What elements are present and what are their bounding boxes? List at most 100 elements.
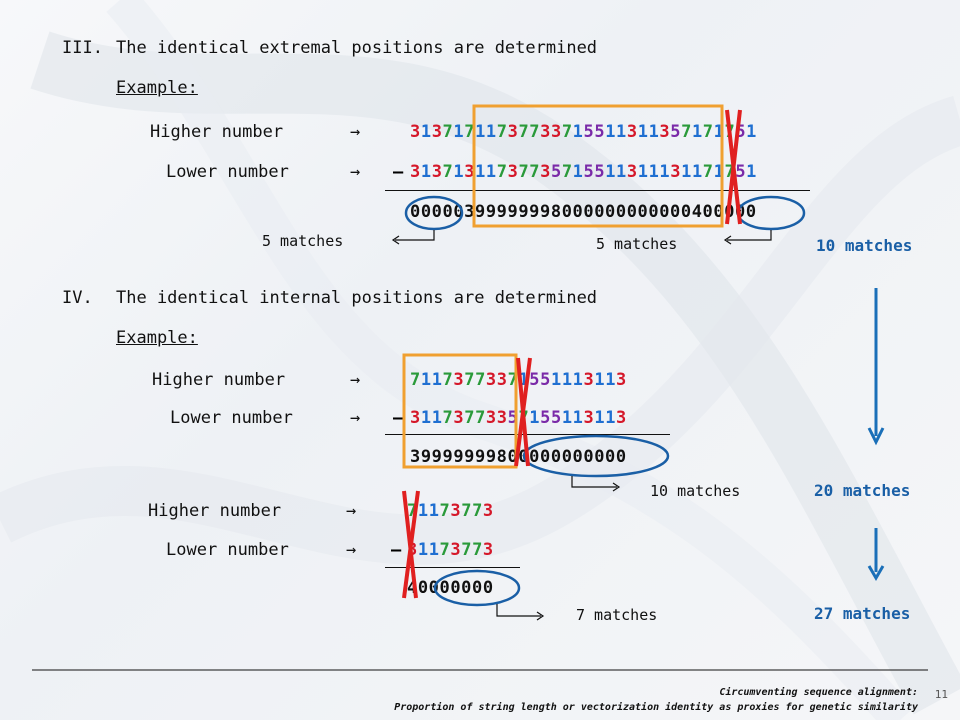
digit: 3	[626, 162, 638, 182]
digit: 3	[616, 408, 627, 428]
digit: 1	[428, 540, 440, 560]
digit: 5	[529, 370, 541, 390]
digit: 3	[482, 540, 494, 560]
digit: 1	[713, 162, 725, 182]
down-arrowhead	[867, 427, 885, 446]
cross-mark	[402, 490, 420, 599]
right-arrow-icon: →	[350, 162, 361, 182]
digit: 7	[472, 540, 483, 560]
higher-number-label: Higher number	[148, 501, 282, 521]
digit: 1	[637, 162, 649, 182]
higher-number-label: Higher number	[152, 370, 286, 390]
digit: 7	[561, 162, 573, 182]
digit: 5	[540, 408, 551, 428]
digit: 7	[472, 501, 483, 521]
digit: 3	[540, 122, 551, 142]
digit: 7	[464, 370, 476, 390]
match-count: 5 matches	[596, 235, 678, 253]
digit: 1	[475, 162, 486, 182]
digit: 1	[648, 162, 660, 182]
digit: 1	[637, 122, 649, 142]
right-arrow-icon: →	[350, 408, 361, 428]
digit: 3	[659, 122, 671, 142]
digit: 3	[464, 162, 476, 182]
digit: 3	[583, 408, 595, 428]
digit: 7	[464, 122, 476, 142]
digit: 3	[540, 162, 551, 182]
digit: 7	[461, 501, 473, 521]
digit: 1	[659, 162, 671, 182]
section-numeral: IV.	[62, 288, 93, 308]
digit: 3	[583, 370, 595, 390]
digit: 1	[485, 162, 497, 182]
subtraction-line	[385, 190, 810, 191]
higher-number-value: 31371711737733715511311357171751	[410, 122, 757, 142]
digit: 3	[626, 122, 638, 142]
right-arrow-icon: →	[350, 122, 361, 142]
cross-mark	[514, 357, 532, 467]
pointer-arrowhead	[612, 482, 621, 492]
digit: 1	[616, 162, 627, 182]
digit: 1	[691, 122, 703, 142]
right-arrow-icon: →	[346, 540, 357, 560]
pointer-arrow	[571, 476, 617, 488]
digit: 7	[561, 122, 573, 142]
lower-number-label: Lower number	[166, 540, 289, 560]
digit: 1	[453, 162, 465, 182]
digit: 1	[529, 408, 541, 428]
minus-sign: –	[393, 162, 404, 182]
digit: 7	[518, 122, 530, 142]
digit: 1	[648, 122, 660, 142]
digit: 7	[529, 162, 541, 182]
footer-line-1: Circumventing sequence alignment:	[719, 687, 918, 698]
right-arrow-icon: →	[346, 501, 357, 521]
match-count: 5 matches	[262, 232, 344, 250]
cumulative-matches: 27 matches	[814, 604, 911, 623]
digit: 1	[594, 370, 606, 390]
digit: 1	[420, 370, 432, 390]
digit: 5	[540, 370, 551, 390]
match-count: 7 matches	[576, 606, 658, 624]
digit: 1	[681, 162, 692, 182]
minus-sign: –	[391, 540, 402, 560]
digit: 7	[529, 122, 541, 142]
right-arrow-icon: →	[350, 370, 361, 390]
digit: 3	[507, 122, 519, 142]
digit: 3	[507, 162, 519, 182]
digit: 1	[605, 408, 617, 428]
digit: 5	[583, 162, 595, 182]
digit: 1	[428, 501, 440, 521]
digit: 1	[713, 122, 725, 142]
pointer-arrowhead	[536, 611, 545, 621]
digit: 7	[461, 540, 473, 560]
digit: 7	[681, 122, 692, 142]
digit: 7	[475, 408, 486, 428]
digit: 3	[431, 162, 443, 182]
left-pointer-arrowhead	[391, 235, 400, 245]
subtraction-line	[385, 434, 670, 435]
page-number: 11	[934, 688, 948, 701]
digit: 7	[410, 370, 421, 390]
digit: 5	[550, 162, 562, 182]
digit: 7	[442, 408, 454, 428]
cross-mark	[725, 109, 742, 225]
digit: 5	[583, 122, 595, 142]
digit: 1	[605, 370, 617, 390]
digit: 1	[420, 122, 432, 142]
digit: 3	[485, 408, 497, 428]
digit: 1	[417, 501, 429, 521]
left-pointer-arrow	[395, 230, 435, 241]
digit: 7	[442, 122, 454, 142]
subtraction-line	[385, 567, 520, 568]
digit: 7	[702, 162, 714, 182]
digit: 7	[496, 122, 508, 142]
pointer-arrow	[496, 604, 541, 617]
digit: 1	[605, 162, 617, 182]
cumulative-matches: 20 matches	[814, 481, 911, 500]
digit: 1	[691, 162, 703, 182]
digit: 3	[410, 408, 421, 428]
digit: 5	[735, 162, 747, 182]
digit: 7	[439, 501, 451, 521]
